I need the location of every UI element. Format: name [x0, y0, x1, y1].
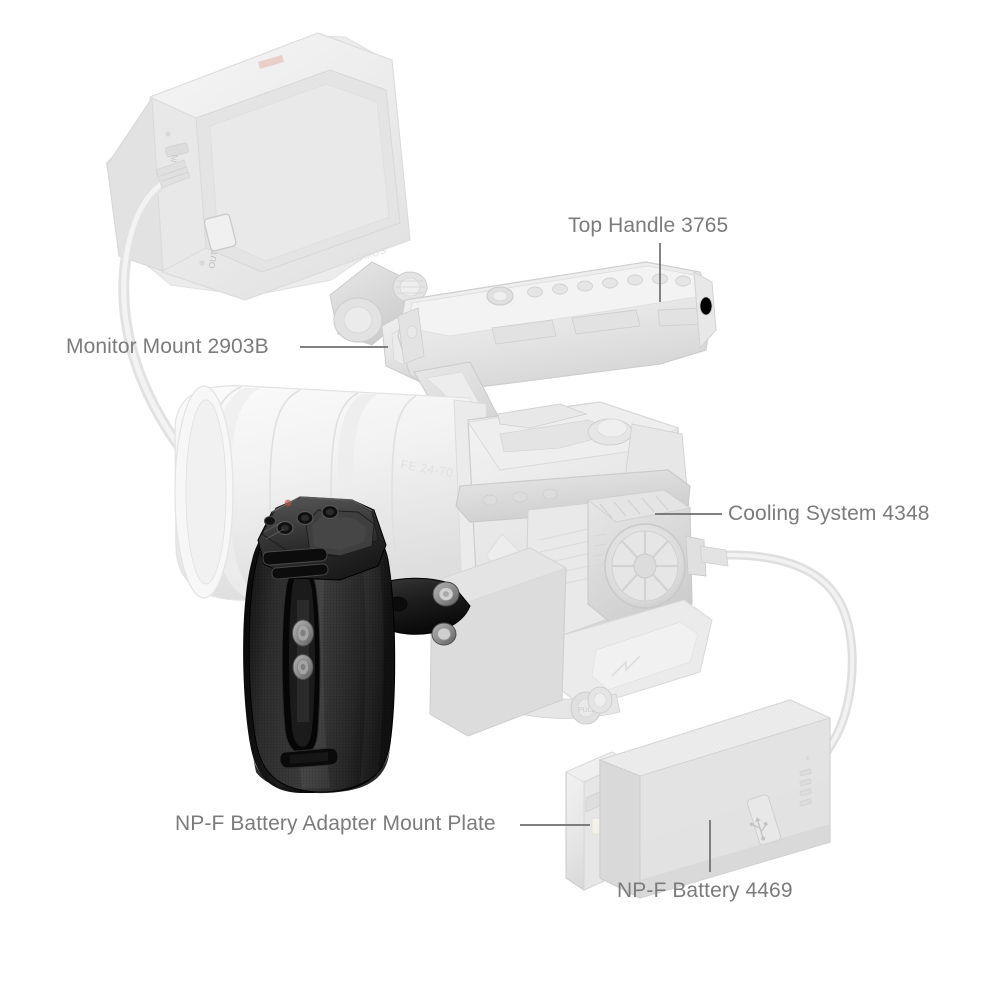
callout-label-monitor-mount: Monitor Mount 2903B	[66, 335, 269, 358]
svg-text:PULL: PULL	[578, 707, 596, 714]
arm-thumbscrew-upper	[432, 581, 460, 607]
callout-label-np-f-battery: NP-F Battery 4469	[617, 879, 793, 902]
side-handle-product	[243, 496, 471, 794]
accessory-plate	[429, 547, 567, 737]
monitor-port-label-in: IN	[169, 153, 180, 163]
grip-thumbscrew-upper	[292, 619, 314, 647]
baseplate-and-rod: PULL	[495, 599, 713, 725]
monitor-port-label-out: OUT	[206, 250, 220, 270]
grip-thumbscrew-lower	[292, 654, 314, 680]
side-handle-top-plate	[257, 496, 387, 581]
battery-level-indicator	[799, 768, 812, 807]
leader-lines	[300, 243, 722, 872]
ghosted-rig-group: IN OUT ATOMOS	[105, 32, 857, 899]
mount-locking-knob	[392, 271, 428, 303]
np-f-battery-4469: +	[598, 699, 832, 899]
cooling-system-4348	[586, 489, 707, 633]
plate-locking-knob	[587, 686, 613, 714]
callout-label-cooling-system: Cooling System 4348	[728, 502, 930, 525]
top-plate-mounting-holes	[264, 504, 339, 536]
callout-label-top-handle: Top Handle 3765	[568, 214, 729, 237]
cooling-fan	[604, 523, 686, 609]
handle-grip-slots	[491, 307, 703, 345]
callout-label-mount-plate: NP-F Battery Adapter Mount Plate	[175, 812, 496, 835]
top-plate-locating-slots	[262, 547, 329, 580]
monitor-out-port	[203, 213, 237, 252]
cooling-fins	[599, 495, 669, 519]
usb-icon	[749, 817, 768, 841]
cooling-side-vents	[593, 533, 607, 587]
battery-plus-mark: +	[804, 753, 812, 764]
top-plate-grooves	[263, 521, 285, 540]
arm-thumbscrew-lower	[431, 622, 457, 646]
cage-rail-holes	[482, 488, 558, 506]
monitor-in-port	[165, 142, 189, 158]
grip-bottom-strap-slot	[279, 747, 339, 769]
external-monitor: IN OUT ATOMOS	[105, 32, 411, 301]
monitor-record-indicator	[258, 55, 284, 69]
